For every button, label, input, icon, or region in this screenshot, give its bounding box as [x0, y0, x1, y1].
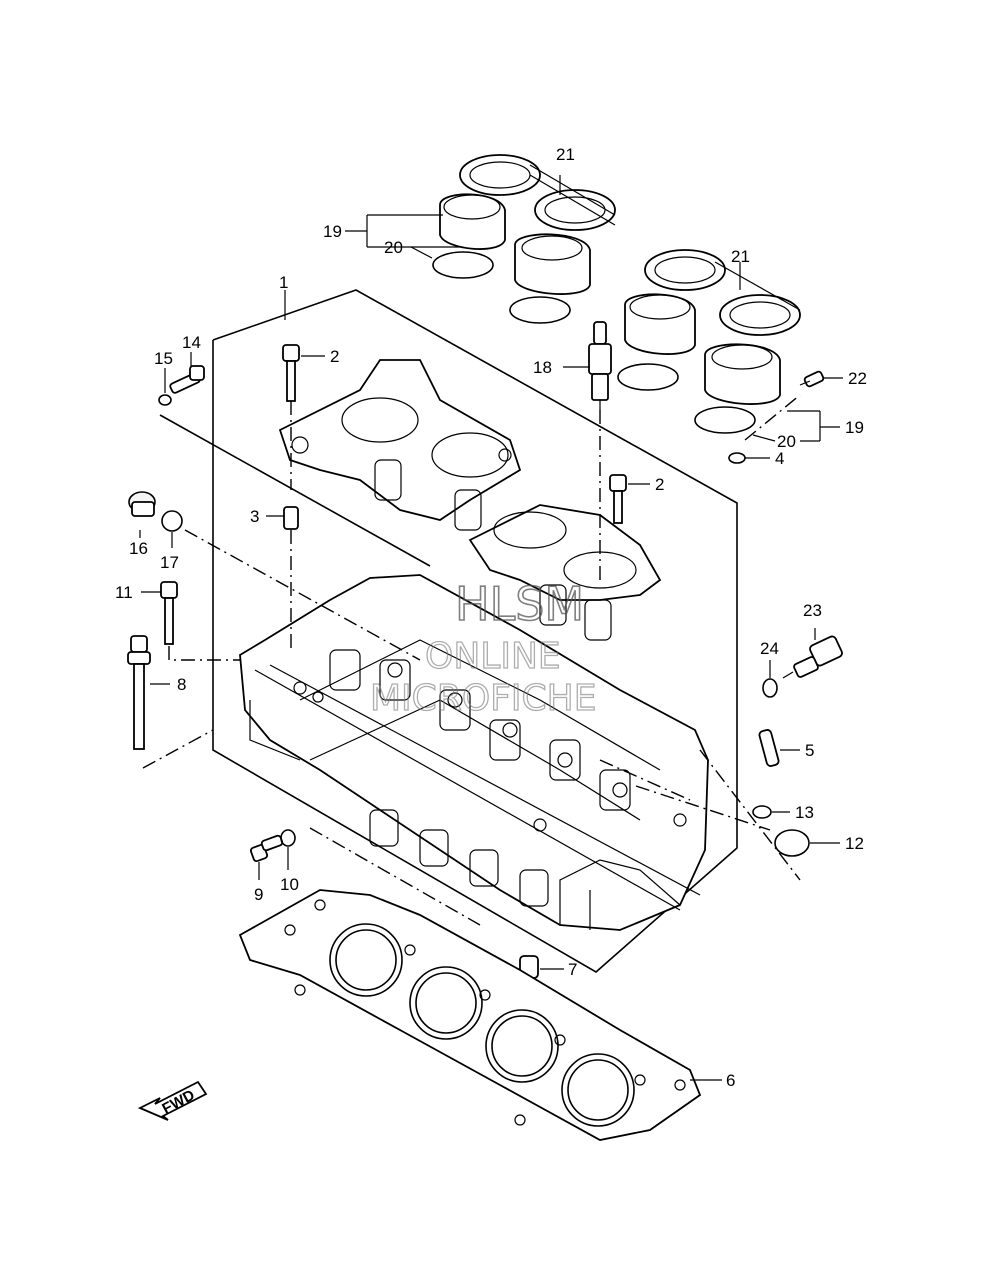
callout-9: 9 — [254, 885, 263, 904]
watermark-line-1: HLSM — [455, 577, 584, 631]
callout-10: 10 — [280, 875, 299, 894]
callout-24: 24 — [760, 639, 779, 658]
cam-holder-right — [468, 504, 662, 641]
washer-10 — [280, 829, 296, 847]
bolt-11 — [160, 581, 240, 661]
callout-20-upper: 20 — [384, 238, 403, 257]
callout-6: 6 — [726, 1071, 735, 1090]
washer-24 — [762, 678, 778, 698]
callout-16: 16 — [129, 539, 148, 558]
watermark-line-2: ONLINE — [425, 636, 561, 677]
callout-13: 13 — [795, 803, 814, 822]
callout-19-upper: 19 — [323, 222, 342, 241]
callout-20-lower: 20 — [777, 432, 796, 451]
callout-labels: 1 2 2 3 4 5 6 7 8 9 10 11 12 13 14 15 16… — [115, 145, 867, 1090]
callout-11: 11 — [115, 583, 133, 602]
bolt-9 — [249, 834, 284, 863]
pin-5 — [758, 729, 780, 767]
leader-lines — [139, 175, 843, 1081]
intake-pipes-right — [624, 249, 801, 405]
washer-4 — [728, 452, 746, 464]
watermark-line-3: MICROFICHE — [370, 678, 596, 719]
fwd-arrow-icon: FWD — [137, 1080, 208, 1121]
callout-2-lower: 2 — [655, 475, 664, 494]
callout-23: 23 — [803, 601, 822, 620]
callout-2-upper: 2 — [330, 347, 339, 366]
o-rings-left — [432, 251, 571, 324]
cam-holder-left — [278, 359, 522, 531]
callout-1: 1 — [279, 273, 288, 292]
callout-12: 12 — [845, 834, 864, 853]
callout-22: 22 — [848, 369, 867, 388]
intake-pipes-left — [439, 154, 616, 295]
bolt-2-right — [609, 474, 627, 524]
callout-5: 5 — [805, 741, 814, 760]
callout-17: 17 — [160, 553, 179, 572]
fitting-14 — [169, 365, 205, 394]
plug-16 — [128, 491, 156, 517]
washer-15 — [158, 394, 172, 406]
bolt-2-left — [282, 344, 300, 490]
callout-3: 3 — [250, 507, 259, 526]
bolt-8 — [127, 635, 151, 750]
callout-4: 4 — [775, 449, 784, 468]
assembly-frame — [159, 289, 738, 973]
cylinder-head — [239, 574, 709, 931]
callout-19-lower: 19 — [845, 418, 864, 437]
o-ring-12 — [774, 829, 810, 857]
watermark: HLSM ONLINE MICROFICHE — [369, 576, 597, 719]
callout-21-lower: 21 — [731, 247, 750, 266]
spark-plug — [588, 321, 612, 580]
gasket-17 — [161, 510, 183, 532]
o-ring-13 — [752, 805, 772, 819]
callout-18: 18 — [533, 358, 552, 377]
head-gasket — [238, 889, 702, 1141]
callout-7: 7 — [568, 960, 577, 979]
callout-21-upper: 21 — [556, 145, 575, 164]
callout-8: 8 — [177, 675, 186, 694]
callout-14: 14 — [182, 333, 201, 352]
callout-15: 15 — [154, 349, 173, 368]
o-rings-right — [617, 363, 756, 434]
dowel-pin-3 — [283, 506, 299, 650]
screw-22 — [799, 370, 825, 388]
sensor-23 — [782, 635, 843, 679]
